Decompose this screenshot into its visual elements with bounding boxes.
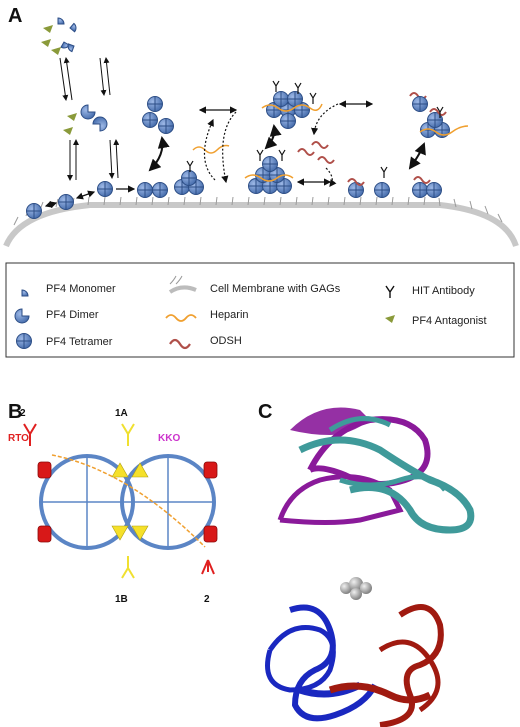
monomer-cluster [41, 17, 79, 55]
panel-b-kko: KKO [158, 433, 180, 444]
dotted-arrow-2 [203, 118, 216, 181]
legend-membrane-icon [168, 285, 197, 294]
legend-pf4-tetramer: PF4 Tetramer [46, 336, 113, 348]
structure-top [277, 407, 475, 534]
panel-b-site-2-top: 2 [20, 408, 26, 419]
dotted-arrow-3 [311, 103, 339, 136]
free-heparin [192, 144, 230, 154]
dimer-cluster [63, 104, 108, 135]
panel-c-letter: C [258, 401, 272, 423]
dotted-arrow-4 [325, 167, 337, 187]
panel-a-letter: A [8, 5, 22, 27]
legend-pf4-dimer: PF4 Dimer [46, 309, 99, 321]
odsh-complex-arrow [408, 142, 426, 170]
odsh-complex-floating [409, 92, 469, 138]
tetramer-membrane-arrow [148, 136, 170, 172]
legend-cell-membrane: Cell Membrane with GAGs [210, 283, 341, 295]
legend-hit-antibody: HIT Antibody [412, 285, 475, 297]
panel-b-site-1a: 1A [115, 408, 128, 419]
legend-odsh: ODSH [210, 335, 242, 347]
legend-pf4-antagonist: PF4 Antagonist [412, 315, 487, 327]
equilibrium-arrows-left [59, 57, 120, 181]
legend-heparin-icon [165, 314, 197, 322]
free-tetramers [142, 96, 174, 134]
cell-membrane [3, 196, 519, 248]
kko-antibodies [121, 423, 135, 579]
panel-b-rto: RTO [8, 433, 29, 444]
panel-b-letter: B [8, 401, 22, 423]
membrane-arrows [44, 185, 136, 209]
panel-b-site-2-bottom: 2 [204, 594, 210, 605]
pf4-tetramer-diagram [39, 454, 216, 550]
rto-sites [37, 461, 218, 543]
structure-bottom [265, 604, 444, 727]
odsh-free [297, 141, 335, 164]
odsh-membrane [347, 166, 442, 198]
panel-b-site-1b: 1B [115, 594, 128, 605]
legend-odsh-icon [169, 338, 191, 350]
legend-heparin: Heparin [210, 309, 249, 321]
complex-arrow [264, 124, 282, 150]
rto-antibodies [23, 423, 215, 575]
legend-box [5, 262, 515, 358]
dotted-arrow-1 [221, 111, 237, 184]
legend-antibody-icon [385, 285, 395, 298]
legend-pf4-monomer: PF4 Monomer [46, 283, 116, 295]
ligand-sphere [340, 577, 372, 600]
ulc-complex-membrane [244, 149, 294, 194]
kko-sites [111, 462, 149, 541]
ulc-complex-floating [261, 80, 323, 129]
